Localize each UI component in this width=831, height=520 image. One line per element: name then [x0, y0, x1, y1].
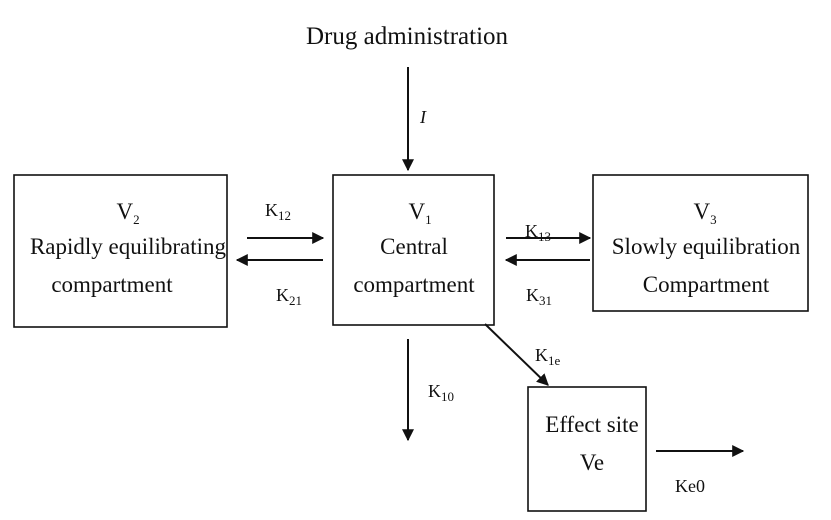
k31-label: K31 — [526, 285, 552, 308]
compartment-effect-box — [527, 386, 647, 512]
k10-label: K10 — [428, 381, 454, 404]
compartment-v3-line2: Compartment — [643, 272, 770, 297]
compartment-v2-name: V2 — [116, 199, 139, 227]
compartment-v1-name: V1 — [408, 199, 431, 227]
compartment-v3-box — [592, 174, 809, 312]
compartment-v3-name: V3 — [693, 199, 716, 227]
diagram-title: Drug administration — [306, 23, 509, 50]
compartment-effect-line1: Effect site — [545, 412, 638, 437]
compartment-v1: V1 Central compartment — [332, 174, 495, 326]
k1e-arrow — [484, 323, 549, 386]
compartment-v2-line2: compartment — [51, 272, 173, 297]
compartment-v3: V3 Slowly equilibration Compartment — [592, 174, 809, 312]
compartment-v1-line1: Central — [380, 234, 448, 259]
k21-label: K21 — [276, 285, 302, 308]
compartment-v1-line2: compartment — [353, 272, 475, 297]
input-label: I — [419, 107, 427, 127]
compartment-v2-box — [13, 174, 228, 328]
k1e-label: K1e — [535, 345, 561, 368]
compartment-v1-box — [332, 174, 495, 326]
compartment-effect-line2: Ve — [580, 450, 604, 475]
ke0-label: Ke0 — [675, 476, 705, 496]
compartment-v2: V2 Rapidly equilibrating compartment — [13, 174, 228, 328]
k12-label: K12 — [265, 200, 291, 223]
k13-label: K13 — [525, 221, 551, 244]
compartment-v2-line1: Rapidly equilibrating — [30, 234, 227, 259]
compartment-v3-line1: Slowly equilibration — [612, 234, 801, 259]
compartment-effect-site: Effect site Ve — [527, 386, 647, 512]
